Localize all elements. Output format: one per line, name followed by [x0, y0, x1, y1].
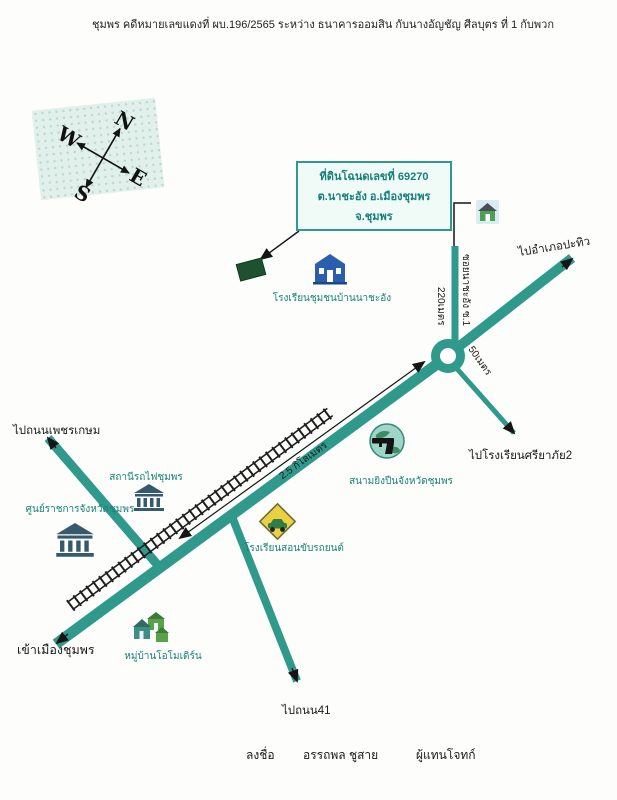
arrow-to-sriyapai-icon: [502, 421, 516, 435]
compass-north-label: N: [111, 106, 139, 136]
compass-west-label: W: [52, 121, 85, 154]
to-city-label: เข้าเมืองชุมพร: [17, 643, 95, 658]
driving-school-sign-icon: [258, 502, 297, 541]
to-road41-label: ไปถนน41: [281, 704, 331, 717]
village-houses-icon: [133, 612, 169, 642]
shooting-range-icon: [369, 423, 405, 459]
parcel-deed-number: ที่ดินโฉนดเลขที่ 69270: [319, 171, 429, 183]
road-to-phetkasem: [44, 435, 166, 573]
shooting-range-label: สนามยิงปืนจังหวัดชุมพร: [349, 475, 453, 487]
compass-east-label: E: [126, 163, 151, 191]
case-title: ชุมพร คดีหมายเลขแดงที่ ผบ.196/2565 ระหว่…: [92, 19, 554, 31]
arrow-to-pathiu-icon: [559, 257, 574, 271]
main-distance-label: 2.5 กิโลเมตร: [276, 438, 330, 482]
compass-rose-icon: N S W E: [52, 106, 151, 208]
distance-measure-arrow-icon: [178, 360, 426, 540]
gov-center-label: ศูนย์ราชการจังหวัดชุมพร: [26, 503, 135, 515]
parcel-subdistrict: ต.นาชะอัง อ.เมืองชุมพร: [317, 191, 431, 203]
arrow-to-phetkasem-icon: [46, 436, 60, 451]
soi-end-boundary-line: [453, 202, 471, 246]
soi-name-label: ซอยนาชะอัง ซ.1: [460, 254, 471, 326]
gov-center-building-icon: [56, 523, 94, 557]
parcel-pointer-arrow-icon: [259, 230, 300, 261]
village-label: หมู่บ้านโอโมเดิร์น: [124, 649, 202, 662]
parcel-province: จ.ชุมพร: [355, 211, 393, 223]
compass-south-label: S: [70, 180, 95, 208]
road-to-pathiu: [448, 254, 576, 356]
signature-label: ลงชื่อ: [246, 748, 275, 762]
railway-station-label: สถานีรถไฟชุมพร: [109, 471, 183, 483]
arrow-to-city-icon: [55, 631, 69, 645]
roundabout: [431, 339, 465, 373]
school-building-icon: [313, 254, 347, 285]
main-road: [52, 351, 452, 649]
roundabout-distance-label: 50เมตร: [466, 344, 494, 378]
signature-name: อรรถพล ชูสาย: [303, 748, 379, 762]
to-pathiu-label: ไปอำเภอปะทิว: [516, 235, 591, 259]
railway-station-building-icon: [134, 484, 164, 511]
land-parcel: [235, 257, 267, 282]
to-phetkasem-label: ไปถนนเพชรเกษม: [12, 424, 100, 437]
road-to-road41: [227, 512, 301, 683]
arrow-to-road41-icon: [287, 667, 299, 683]
driving-school-label: โรงเรียนสอนขับรถยนต์: [244, 541, 344, 554]
school-nachaang-label: โรงเรียนชุมชนบ้านนาชะอัง: [273, 291, 392, 304]
soi-distance-label: 220เมตร: [435, 287, 446, 326]
house-icon: [476, 200, 499, 224]
signature-role: ผู้แทนโจทก์: [416, 748, 476, 762]
parcel-info-box: ที่ดินโฉนดเลขที่ 69270 ต.นาชะอัง อ.เมือง…: [296, 161, 452, 231]
to-sriyapai-label: ไปโรงเรียนศรียาภัย2: [468, 448, 572, 462]
